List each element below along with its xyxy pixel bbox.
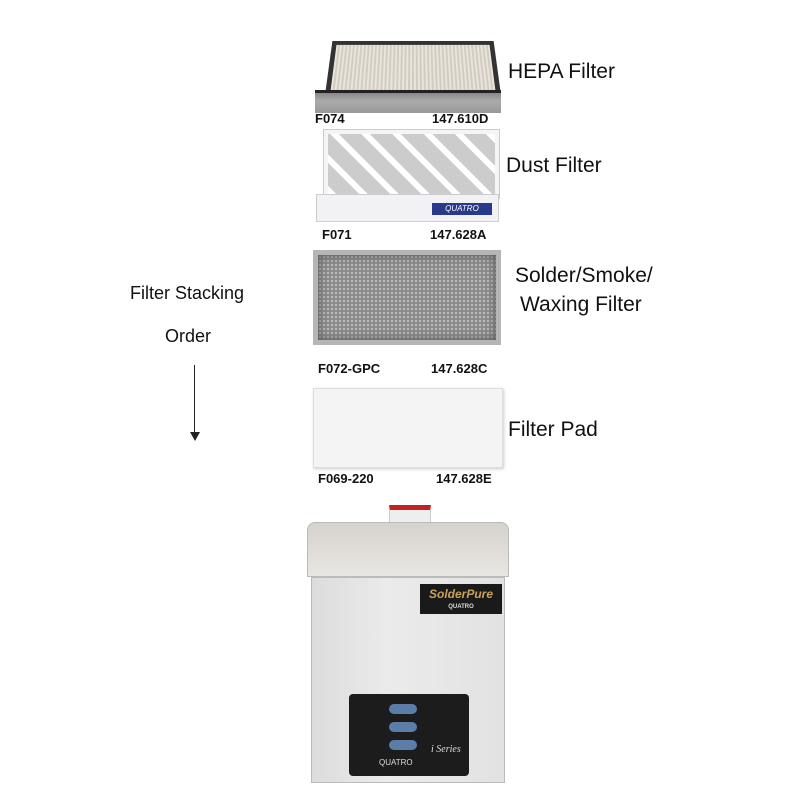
dust-code: 147.628A	[430, 227, 487, 242]
hepa-filter-label: HEPA Filter	[508, 60, 615, 83]
solder-part-number: F072-GPC	[318, 361, 381, 376]
hepa-filter-image	[315, 30, 501, 113]
stacking-order-label: Filter Stacking	[130, 283, 245, 303]
filter-pad-label: Filter Pad	[508, 418, 598, 441]
dust-part-number: F071	[322, 227, 352, 242]
hepa-code: 147.610D	[432, 111, 489, 126]
solder-code: 147.628C	[431, 361, 488, 376]
pad-part-number: F069-220	[318, 471, 374, 486]
dust-filter-image: QUATRO	[316, 130, 499, 222]
panel-button	[389, 704, 417, 714]
panel-brand: QUATRO	[379, 758, 413, 767]
pad-code: 147.628E	[436, 471, 492, 486]
panel-button	[389, 740, 417, 750]
dust-filter-brand: QUATRO	[432, 203, 492, 215]
solder-filter-label: Solder/Smoke/	[515, 264, 653, 287]
hepa-part-number: F074	[315, 111, 345, 126]
panel-button	[389, 722, 417, 732]
stacking-order-label-2: Order	[165, 326, 212, 346]
solder-filter-image	[313, 250, 501, 345]
dust-filter-label: Dust Filter	[506, 154, 602, 177]
down-arrow-icon	[194, 365, 195, 435]
arrowhead-icon	[190, 432, 200, 441]
panel-series-label: i Series	[431, 744, 461, 755]
filter-pad-image	[313, 388, 503, 468]
solder-filter-label-2: Waxing Filter	[520, 293, 642, 316]
control-panel: i Series QUATRO	[349, 694, 469, 776]
unit-lid	[307, 522, 509, 577]
